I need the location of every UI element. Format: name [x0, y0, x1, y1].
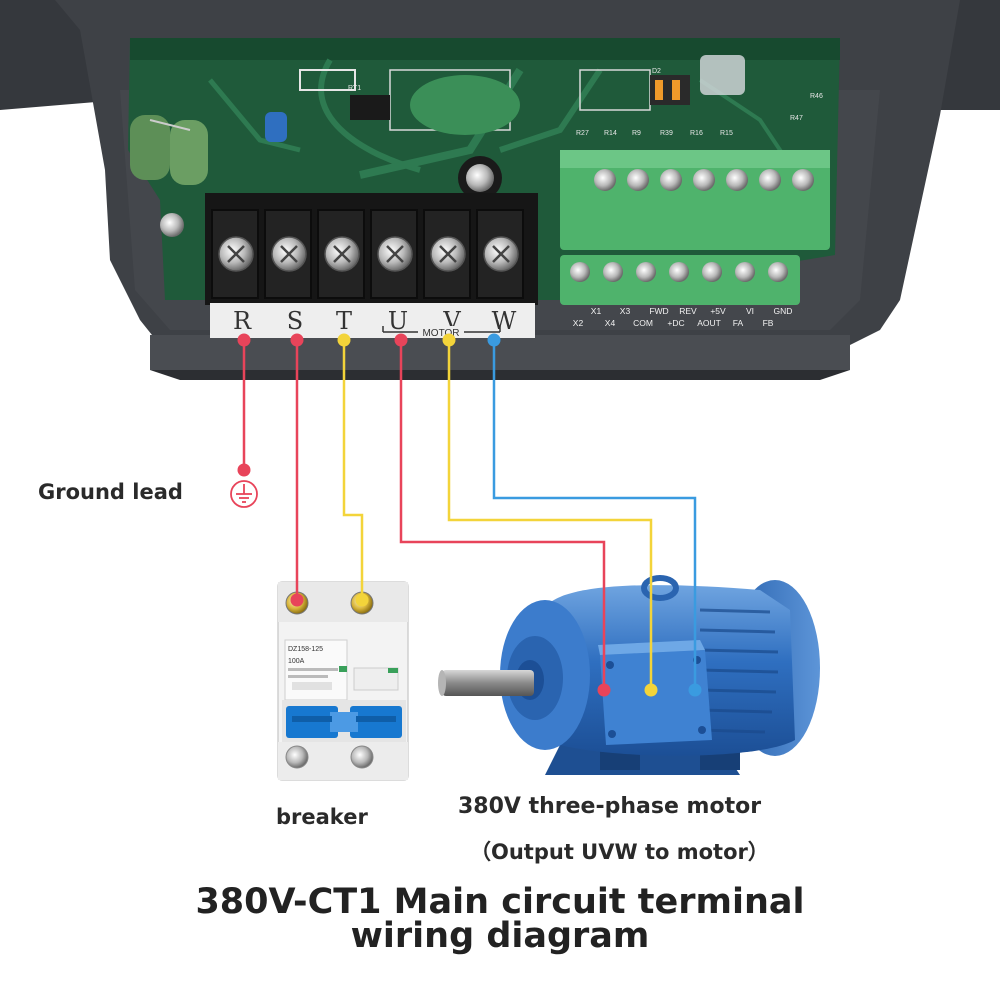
ctrl-label-x2: X2 — [573, 318, 584, 328]
control-terminal-block: X1 X3 FWD REV +5V VI GND X2 X4 COM +DC A… — [560, 150, 830, 328]
breaker-rating: 100A — [288, 658, 305, 665]
terminal-label-s: S — [287, 307, 303, 335]
motor-output-note: （Output UVW to motor） — [470, 840, 769, 864]
ground-lead-label: Ground lead — [38, 480, 183, 504]
wiring — [242, 340, 697, 690]
ctrl-label-vi: VI — [746, 306, 754, 316]
ctrl-label-fwd: FWD — [649, 306, 668, 316]
breaker-model: DZ158-125 — [288, 646, 323, 653]
pcb-label-rt1: RT1 — [348, 85, 361, 92]
wire-w-motor — [492, 340, 697, 690]
terminal-label-w: W — [492, 307, 517, 335]
ground-icon — [230, 480, 258, 508]
ctrl-label-x4: X4 — [605, 318, 616, 328]
pcb-label-r47: R47 — [790, 115, 803, 122]
ctrl-label-aout: AOUT — [697, 318, 721, 328]
control-ref-3: R9 — [632, 130, 641, 137]
wire-v-motor — [447, 340, 653, 690]
control-ref-4: R39 — [660, 130, 673, 137]
control-ref-2: R14 — [604, 130, 617, 137]
pcb-label-d2: D2 — [652, 68, 661, 75]
control-ref-5: R16 — [690, 130, 703, 137]
diagram-title: 380V-CT1 Main circuit terminal wiring di… — [0, 882, 1000, 956]
control-ref-1: R27 — [576, 130, 589, 137]
breaker: DZ158-125 100A — [277, 581, 409, 781]
title-line-2: wiring diagram — [350, 916, 650, 956]
motor-label: 380V three-phase motor — [458, 794, 762, 819]
connection-dots — [237, 333, 702, 697]
terminal-label-u: U — [388, 307, 408, 335]
ctrl-label-fa: FA — [733, 318, 744, 328]
terminal-label-t: T — [336, 307, 352, 335]
wire-u-motor — [399, 340, 606, 690]
motor-bracket-label: MOTOR — [422, 328, 459, 339]
ctrl-label-x3: X3 — [620, 306, 631, 316]
ctrl-label-x1: X1 — [591, 306, 602, 316]
title-line-1: 380V-CT1 Main circuit terminal — [195, 882, 805, 922]
main-terminal-block: R S T U V W MOTOR — [205, 193, 538, 339]
control-ref-6: R15 — [720, 130, 733, 137]
ctrl-label-5v: +5V — [710, 306, 726, 316]
ctrl-label-rev: REV — [679, 306, 697, 316]
ctrl-label-dc: +DC — [667, 318, 684, 328]
terminal-label-r: R — [233, 307, 252, 335]
ctrl-label-gnd: GND — [774, 306, 793, 316]
ctrl-label-com: COM — [633, 318, 653, 328]
ctrl-label-fb: FB — [763, 318, 774, 328]
breaker-label: breaker — [276, 805, 368, 829]
pcb-label-r46: R46 — [810, 93, 823, 100]
wire-t-breaker — [342, 340, 364, 603]
three-phase-motor — [438, 575, 820, 775]
